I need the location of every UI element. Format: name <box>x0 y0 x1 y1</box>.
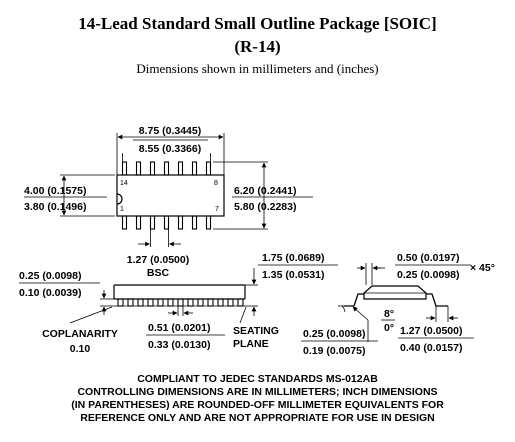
end-view <box>338 263 458 342</box>
overall-width-max: 6.20 (0.2441) <box>234 185 296 197</box>
pin1-notch <box>116 193 123 205</box>
end-view-left-lead <box>344 293 364 307</box>
page-subtitle: Dimensions shown in millimeters and (inc… <box>136 61 379 76</box>
coplanarity-label: COPLANARITY <box>42 328 118 340</box>
top-view <box>60 133 268 247</box>
body-length-min: 8.55 (0.3366) <box>139 143 201 155</box>
seating-plane-label: SEATING <box>233 325 279 337</box>
standoff-min: 0.10 (0.0039) <box>19 287 81 299</box>
end-view-right-lead <box>426 293 448 307</box>
side-view-leads <box>117 298 244 307</box>
note-line-1: COMPLIANT TO JEDEC STANDARDS MS-012AB <box>137 373 378 385</box>
foot-length-min: 0.40 (0.0157) <box>400 342 462 354</box>
note-line-2: CONTROLLING DIMENSIONS ARE IN MILLIMETER… <box>77 386 438 398</box>
lead-pitch: 1.27 (0.0500) <box>127 254 189 266</box>
body-width-max: 4.00 (0.1575) <box>24 185 86 197</box>
height-min: 1.35 (0.0531) <box>262 269 324 281</box>
pin-label-8: 8 <box>214 180 218 187</box>
lead-angle-min: 0° <box>384 322 394 334</box>
lead-angle-max: 8° <box>384 308 394 320</box>
pin-label-14: 14 <box>120 180 128 187</box>
body-width-min: 3.80 (0.1496) <box>24 201 86 213</box>
seating-plane-label-2: PLANE <box>233 338 269 350</box>
overall-width-min: 5.80 (0.2283) <box>234 201 296 213</box>
side-view-body <box>113 284 246 300</box>
lead-width-min: 0.33 (0.0130) <box>148 339 210 351</box>
page-title: 14-Lead Standard Small Outline Package [… <box>78 14 437 33</box>
lead-width-max: 0.51 (0.0201) <box>148 322 210 334</box>
top-leads <box>121 161 212 176</box>
end-view-body <box>363 285 427 300</box>
side-view <box>69 268 258 324</box>
chamfer-min: 0.25 (0.0098) <box>397 269 459 281</box>
chamfer-max: 0.50 (0.0197) <box>397 252 459 264</box>
lead-thickness-max: 0.25 (0.0098) <box>303 328 365 340</box>
note-line-3: (IN PARENTHESES) ARE ROUNDED-OFF MILLIME… <box>71 399 444 411</box>
note-line-4: REFERENCE ONLY AND ARE NOT APPROPRIATE F… <box>80 412 435 424</box>
lead-pitch-note: BSC <box>147 267 170 279</box>
chamfer-angle: × 45° <box>470 262 495 274</box>
top-view-body <box>116 174 225 217</box>
body-length-max: 8.75 (0.3445) <box>139 125 201 137</box>
pin-label-1: 1 <box>120 206 124 213</box>
pin-label-7: 7 <box>215 206 219 213</box>
coplanarity-value: 0.10 <box>70 343 91 355</box>
height-max: 1.75 (0.0689) <box>262 252 324 264</box>
bottom-leads <box>121 215 212 230</box>
standoff-max: 0.25 (0.0098) <box>19 270 81 282</box>
lead-thickness-min: 0.19 (0.0075) <box>303 345 365 357</box>
foot-length-max: 1.27 (0.0500) <box>400 325 462 337</box>
package-code: (R-14) <box>234 37 281 56</box>
